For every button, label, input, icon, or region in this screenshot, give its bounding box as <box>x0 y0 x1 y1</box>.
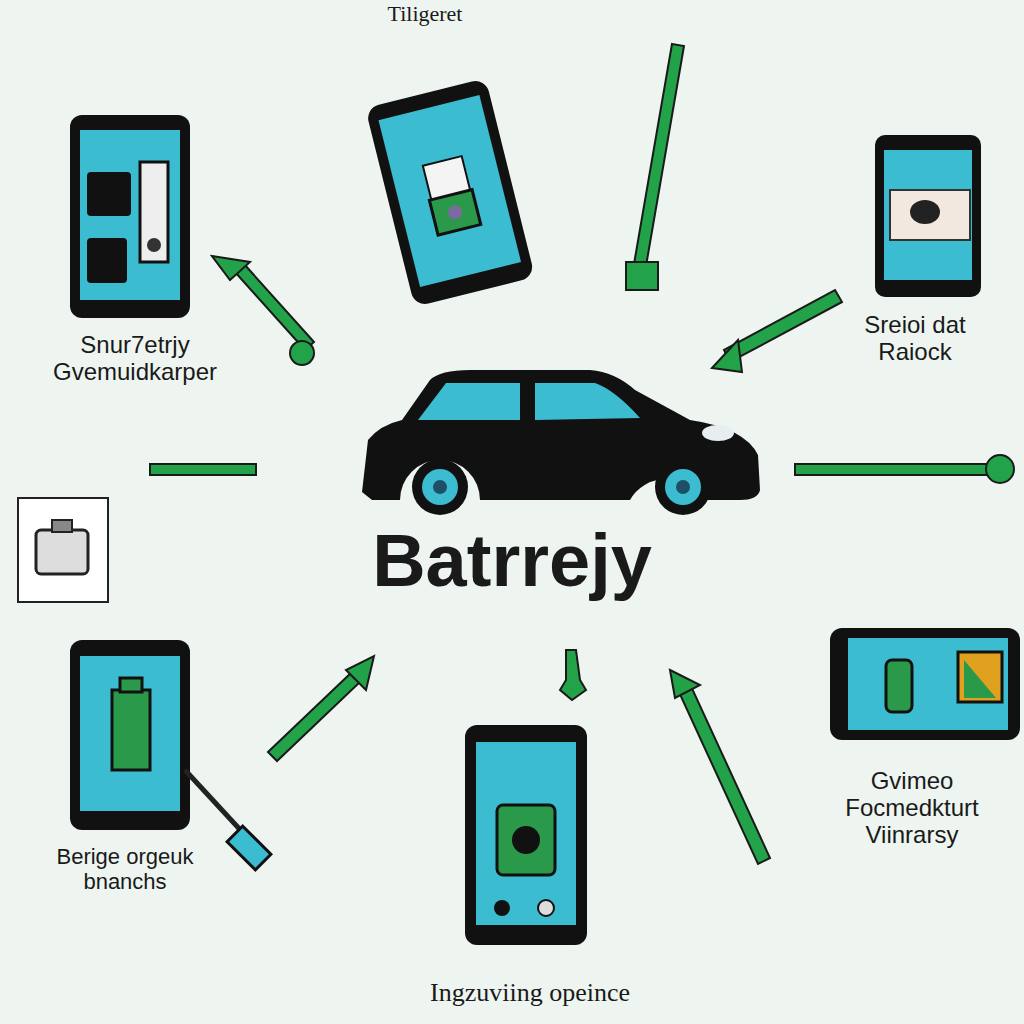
caption-label: Gvimeo Focmedkturt Viinrarsy <box>812 768 1012 849</box>
label-text: Ingzuviing opeince <box>360 978 700 1007</box>
phone-icon <box>875 135 981 297</box>
phone-icon <box>365 78 535 307</box>
label-text: Gvimeo Focmedkturt Viinrarsy <box>812 768 1012 849</box>
label-text: Sreioi dat Raiock <box>840 312 990 366</box>
car-illustration <box>362 370 760 515</box>
phone-icon <box>70 640 271 870</box>
phone-icon <box>70 115 190 318</box>
caption-label: Batrrejy <box>302 520 722 603</box>
phone-icon <box>830 628 1020 740</box>
arrow-strokes <box>150 44 1014 864</box>
label-text: Batrrejy <box>302 520 722 603</box>
caption-label: Ingzuviing opeince <box>360 978 700 1007</box>
label-text: Berige orgeuk bnanchs <box>30 845 220 894</box>
battery-icon <box>18 498 108 602</box>
phone-icon <box>465 725 587 945</box>
caption-label: Tiligeret <box>325 2 525 27</box>
caption-label: Sreioi dat Raiock <box>840 312 990 366</box>
label-text: Tiligeret <box>325 2 525 27</box>
caption-label: Berige orgeuk bnanchs <box>30 845 220 894</box>
label-text: Snur7etrjy Gvemuidkarper <box>40 332 230 386</box>
caption-label: Snur7etrjy Gvemuidkarper <box>40 332 230 386</box>
